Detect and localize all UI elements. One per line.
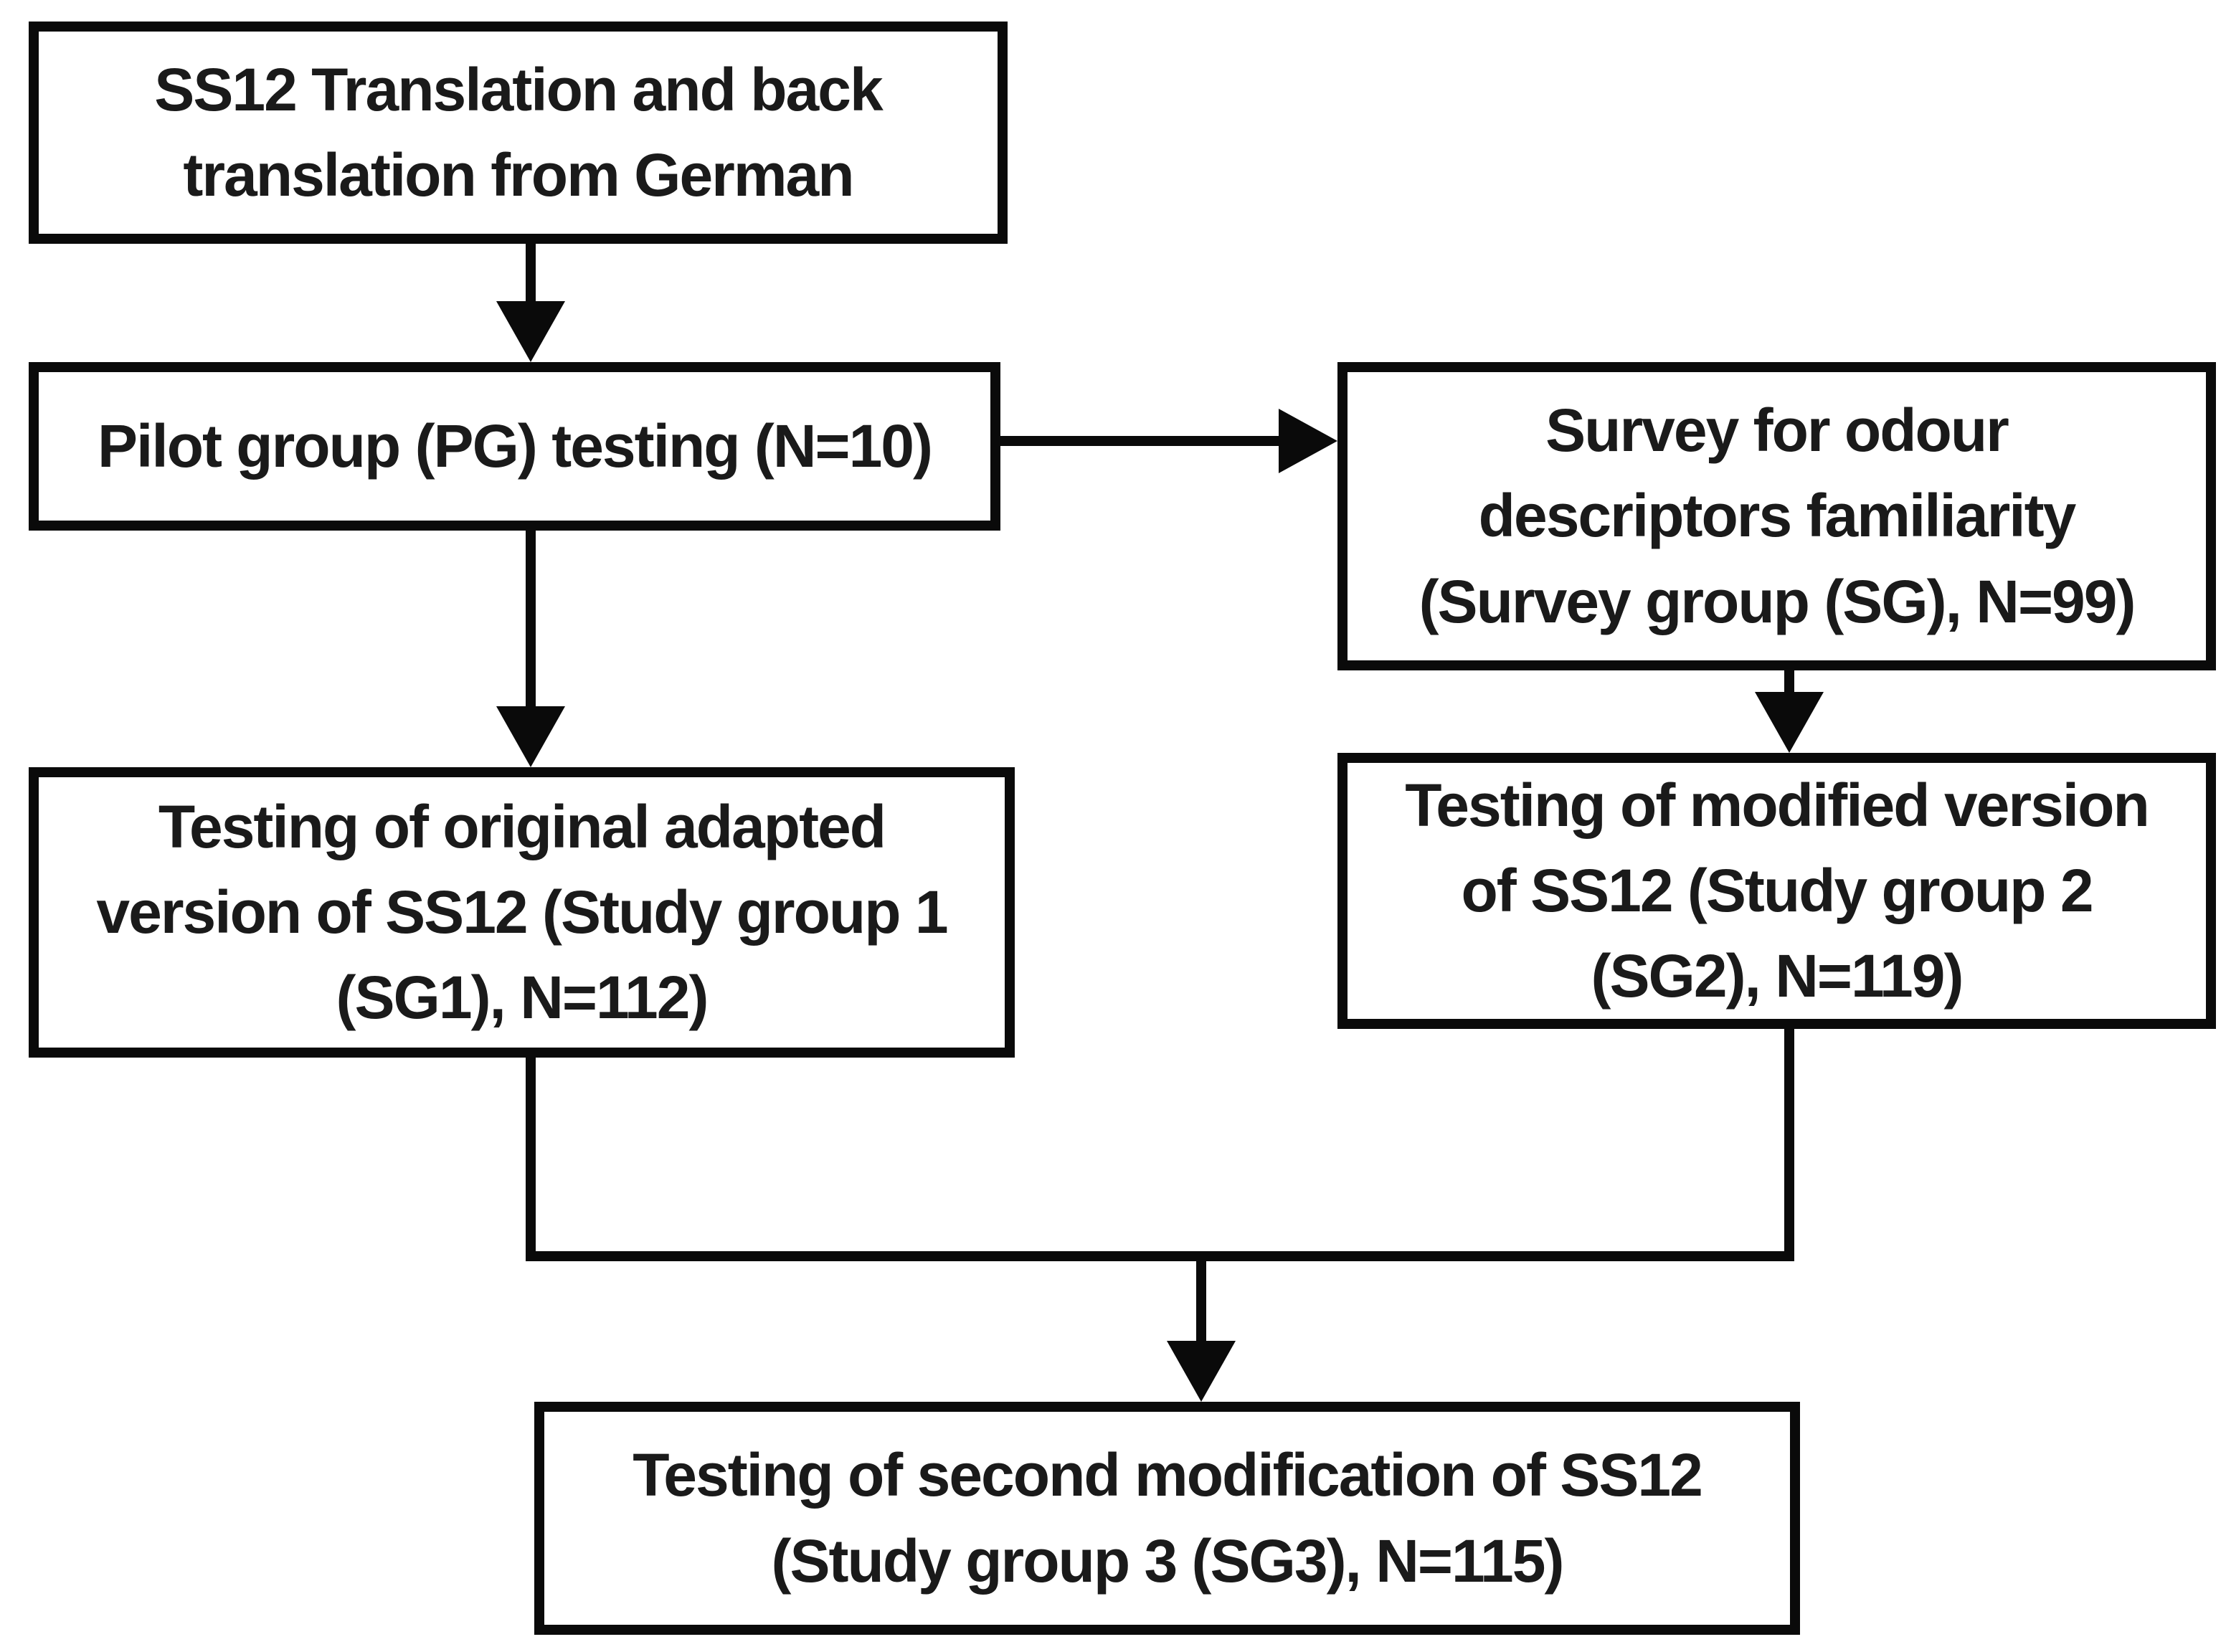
connector-sg1-down-line bbox=[526, 1058, 536, 1261]
arrow-survey-to-sg2-head bbox=[1755, 692, 1824, 753]
flow-box-study-group-1: Testing of original adapted version of S… bbox=[29, 767, 1015, 1058]
arrow-pilot-to-survey-head bbox=[1279, 409, 1337, 473]
flow-box-translation: SS12 Translation and back translation fr… bbox=[29, 22, 1008, 244]
flow-box-translation-line: SS12 Translation and back bbox=[154, 55, 883, 123]
flow-box-pilot-group-line: Pilot group (PG) testing (N=10) bbox=[97, 412, 933, 480]
flow-box-study-group-2-line: of SS12 (Study group 2 bbox=[1461, 856, 2093, 924]
flow-box-study-group-3-line: Testing of second modification of SS12 bbox=[633, 1441, 1703, 1509]
flow-box-study-group-1-line: (SG1), N=112) bbox=[336, 964, 709, 1032]
arrow-pilot-to-survey-shaft bbox=[999, 436, 1286, 446]
flow-box-study-group-3-line: (Study group 3 (SG3), N=115) bbox=[771, 1527, 1565, 1595]
connector-sg2-down-line bbox=[1784, 1029, 1794, 1261]
arrow-translation-to-pilot-shaft bbox=[526, 242, 536, 307]
arrow-merge-to-sg3-shaft bbox=[1196, 1261, 1206, 1347]
flow-box-survey-line: descriptors familiarity bbox=[1478, 482, 2077, 550]
flow-box-translation-line: translation from German bbox=[183, 141, 854, 209]
flow-box-study-group-2-line: Testing of modified version bbox=[1405, 771, 2150, 839]
arrow-pilot-to-sg1-head bbox=[496, 706, 565, 767]
flow-box-survey-line: Survey for odour bbox=[1545, 397, 2009, 465]
flow-box-survey: Survey for odour descriptors familiarity… bbox=[1337, 362, 2216, 670]
arrow-translation-to-pilot-head bbox=[496, 301, 565, 362]
arrow-merge-to-sg3-head bbox=[1167, 1341, 1236, 1402]
flow-box-pilot-group: Pilot group (PG) testing (N=10) bbox=[29, 362, 1000, 531]
connector-merge-horizontal-line bbox=[526, 1251, 1794, 1261]
flow-box-study-group-1-line: version of SS12 (Study group 1 bbox=[96, 878, 948, 946]
flow-box-survey-line: (Survey group (SG), N=99) bbox=[1419, 567, 2136, 635]
arrow-pilot-to-sg1-shaft bbox=[526, 531, 536, 710]
flow-box-study-group-2-line: (SG2), N=119) bbox=[1591, 942, 1964, 1010]
flow-box-study-group-2: Testing of modified version of SS12 (Stu… bbox=[1337, 753, 2216, 1029]
flow-box-study-group-3: Testing of second modification of SS12 (… bbox=[534, 1402, 1800, 1635]
flow-box-study-group-1-line: Testing of original adapted bbox=[158, 792, 886, 860]
